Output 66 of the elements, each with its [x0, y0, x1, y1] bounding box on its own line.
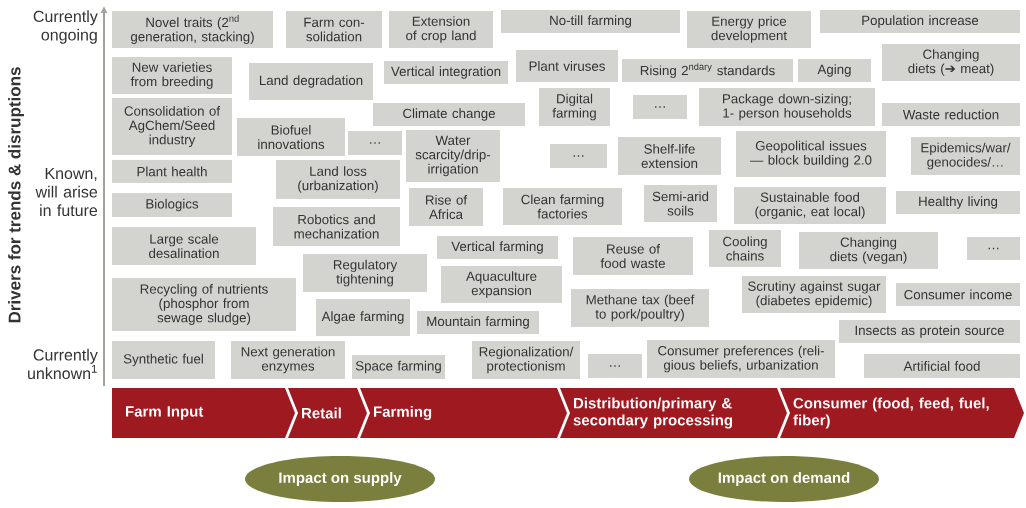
driver-box: Shelf-life extension	[618, 137, 721, 175]
driver-box: …	[348, 131, 402, 155]
driver-box: Extension of crop land	[389, 11, 493, 48]
driver-box: …	[633, 95, 687, 119]
driver-box: Package down-sizing; 1- person households	[699, 88, 875, 126]
driver-box: Plant viruses	[516, 50, 618, 82]
axis-label: Known, will arise in future	[35, 167, 98, 217]
driver-box: Robotics and mechanization	[273, 207, 400, 246]
driver-box: Regionalization/ protectionism	[472, 341, 580, 379]
driver-box: Population increase	[820, 10, 1020, 33]
driver-box: New varieties from breeding	[112, 57, 232, 94]
driver-box: Cooling chains	[709, 230, 781, 267]
driver-box: Vertical integration	[384, 61, 508, 84]
driver-box: Regulatory tightening	[303, 254, 427, 292]
driver-box: Aging	[798, 59, 871, 82]
driver-box: Biofuel innovations	[237, 118, 345, 156]
driver-box: Water scarcity/drip- irrigation	[406, 130, 500, 182]
driver-box: Digital farming	[539, 88, 610, 126]
driver-box: Clean farming factories	[503, 188, 622, 225]
driver-box: Space farming	[352, 355, 445, 379]
driver-box: Epidemics/war/ genocides/…	[911, 137, 1020, 175]
driver-box: Energy price development	[687, 11, 811, 48]
driver-box: Vertical farming	[437, 236, 558, 259]
driver-box: Geopolitical issues — block building 2.0	[736, 131, 886, 177]
value-chain-stage: Farm Input	[112, 388, 295, 438]
axis-label: Currently ongoing	[33, 10, 98, 44]
driver-box: Farm con- solidation	[286, 11, 382, 48]
driver-box: Land degradation	[249, 63, 373, 100]
driver-box: Next generation enzymes	[231, 341, 345, 379]
axis-title: Drivers for trends & disruptions	[8, 67, 24, 323]
driver-box: Waste reduction	[882, 103, 1020, 126]
value-chain-stage: Retail	[288, 388, 367, 438]
driver-box: Aquaculture expansion	[441, 266, 562, 303]
value-chain-stage: Farming	[360, 388, 567, 438]
driver-box: Consolidation of AgChem/Seed industry	[112, 98, 232, 155]
value-chain-stage: Distribution/primary & secondary processing	[560, 388, 787, 438]
driver-box: Novel traits (2$^{nd}$ generation, stacking)	[112, 11, 273, 48]
value-chain-stage: Consumer (food, feed, fuel, fiber)	[780, 388, 1024, 438]
driver-box: Biologics	[112, 193, 232, 217]
driver-box: Consumer preferences (reli- gious beliefs, urbanization	[647, 340, 835, 378]
driver-box: Semi-arid soils	[644, 185, 717, 222]
driver-box: Synthetic fuel	[112, 341, 215, 379]
driver-box: Recycling of nutrients (phosphor from sewage sludge)	[112, 278, 296, 331]
driver-box: Sustainable food (organic, eat local)	[734, 187, 886, 224]
driver-box: Insects as protein source	[839, 320, 1020, 343]
driver-box: Algae farming	[316, 299, 410, 336]
driver-box: Methane tax (beef to pork/poultry)	[571, 289, 709, 327]
driver-box: …	[967, 237, 1020, 260]
driver-box: Consumer income	[896, 283, 1020, 306]
driver-box: Healthy living	[896, 191, 1020, 214]
axis-label: Currently unknown$^{1}$	[28, 348, 98, 380]
driver-box: …	[550, 144, 607, 168]
driver-box: Large scale desalination	[112, 227, 256, 265]
driver-box: Changing diets (vegan)	[799, 232, 938, 269]
driver-box: Rising 2$^{ndary}$ standards	[622, 59, 793, 82]
driver-box: Changing diets (➔ meat)	[882, 44, 1020, 81]
driver-box: No-till farming	[501, 10, 680, 33]
driver-box: Plant health	[112, 160, 232, 183]
driver-box: Land loss (urbanization)	[276, 160, 400, 199]
driver-box: Reuse of food waste	[573, 237, 693, 275]
driver-box: …	[588, 354, 642, 378]
driver-box: Rise of Africa	[409, 188, 483, 226]
driver-box: Artificial food	[864, 354, 1020, 378]
driver-box: Mountain farming	[417, 311, 539, 334]
driver-box: Climate change	[373, 103, 525, 126]
driver-box: Scrutiny against sugar (diabetes epidemic)	[742, 276, 886, 313]
